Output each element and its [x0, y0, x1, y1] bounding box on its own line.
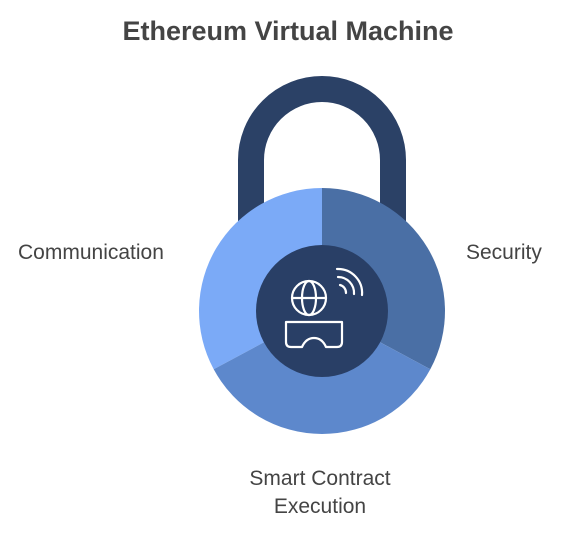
label-communication: Communication: [18, 241, 164, 264]
diagram-title: Ethereum Virtual Machine: [122, 16, 454, 46]
padlock-shackle: [238, 76, 406, 240]
center-circle: [256, 245, 388, 377]
label-smart-contract-line-2: Execution: [273, 495, 367, 518]
label-security: Security: [466, 241, 542, 264]
label-smart-contract-execution: Smart Contract Execution: [190, 465, 450, 521]
globe-vr-headset-icon: [284, 267, 364, 349]
label-smart-contract-line-1: Smart Contract: [249, 467, 391, 490]
